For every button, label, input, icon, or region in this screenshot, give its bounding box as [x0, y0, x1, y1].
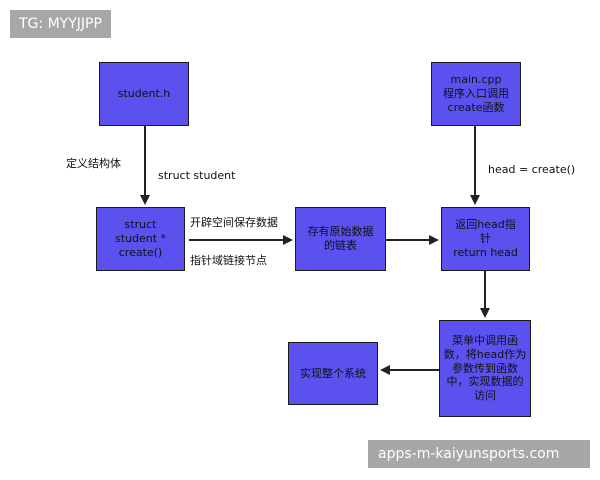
main-cpp-box: main.cpp 程序入口调用 create函数 — [431, 62, 521, 126]
link-nodes-label: 指针域链接节点 — [190, 254, 267, 267]
bottom-watermark: apps-m-kaiyunsports.com — [368, 440, 590, 468]
menu-box: 菜单中调用函 数，将head作为 参数传到函数 中，实现数据的 访问 — [439, 320, 531, 417]
linked-list-box: 存有原始数据 的链表 — [295, 207, 386, 271]
student-h-box: student.h — [99, 62, 189, 126]
head-assign-label: head = create() — [488, 163, 576, 176]
system-box: 实现整个系统 — [288, 342, 378, 405]
struct-student-label: struct student — [158, 169, 236, 182]
define-struct-label: 定义结构体 — [66, 157, 121, 170]
return-head-box: 返回head指 针 return head — [441, 207, 530, 271]
top-watermark: TG: MYYJJPP — [10, 10, 111, 38]
create-function-box: struct student * create() — [96, 207, 185, 271]
open-space-label: 开辟空间保存数据 — [190, 216, 278, 229]
